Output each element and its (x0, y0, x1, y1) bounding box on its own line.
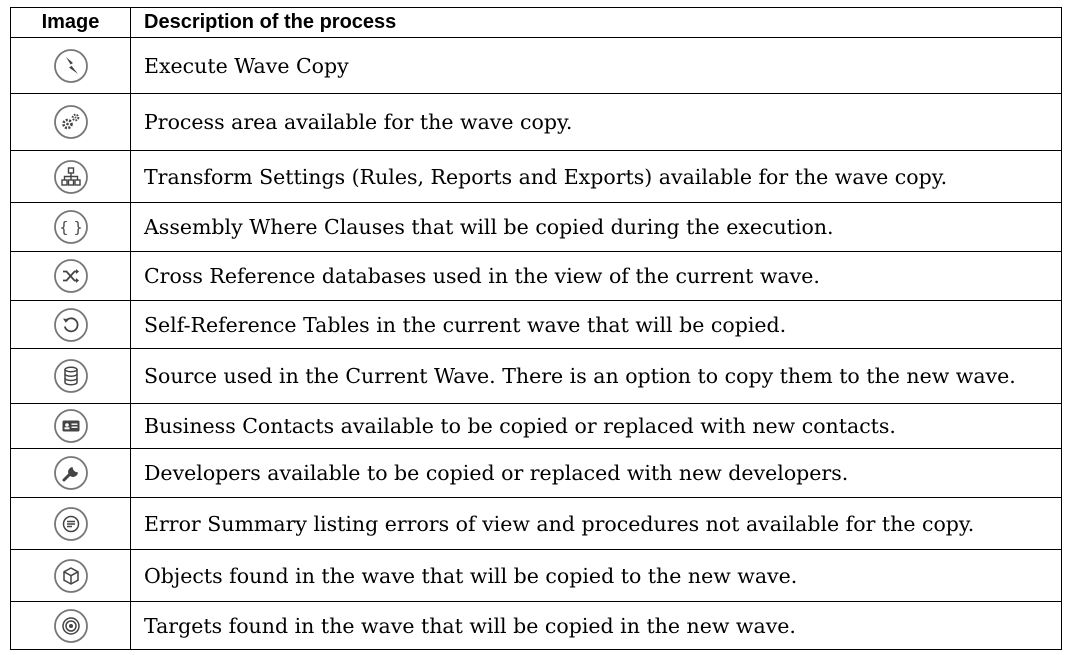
table-row: Process area available for the wave copy… (10, 93, 1062, 151)
table-row: Self-Reference Tables in the current wav… (10, 300, 1062, 349)
refresh-icon (53, 307, 89, 343)
row-description: Assembly Where Clauses that will be copi… (130, 202, 1062, 252)
table-row: Cross Reference databases used in the vi… (10, 251, 1062, 301)
process-table: Image Description of the process Execute… (10, 7, 1062, 650)
gears-icon (53, 104, 89, 140)
header-image: Image (10, 7, 131, 38)
table-row: Targets found in the wave that will be c… (10, 601, 1062, 650)
row-description: Targets found in the wave that will be c… (130, 601, 1062, 650)
row-description: Self-Reference Tables in the current wav… (130, 300, 1062, 349)
header-description: Description of the process (130, 7, 1062, 38)
table-row: Error Summary listing errors of view and… (10, 497, 1062, 550)
row-description: Transform Settings (Rules, Reports and E… (130, 150, 1062, 203)
svg-text:{ }: { } (59, 219, 83, 237)
table-header-row: Image Description of the process (10, 7, 1062, 38)
target-icon (53, 608, 89, 644)
table-row: { } Assembly Where Clauses that will be … (10, 202, 1062, 252)
row-description: Source used in the Current Wave. There i… (130, 348, 1062, 404)
row-description: Execute Wave Copy (130, 37, 1062, 94)
database-icon (53, 358, 89, 394)
row-description: Business Contacts available to be copied… (130, 403, 1062, 449)
error-summary-icon (53, 506, 89, 542)
table-row: Execute Wave Copy (10, 37, 1062, 94)
row-description: Objects found in the wave that will be c… (130, 549, 1062, 602)
row-description: Developers available to be copied or rep… (130, 448, 1062, 498)
table-row: Developers available to be copied or rep… (10, 448, 1062, 498)
hierarchy-icon (53, 159, 89, 195)
table-row: Transform Settings (Rules, Reports and E… (10, 150, 1062, 203)
braces-icon: { } (53, 209, 89, 245)
lightning-icon (53, 48, 89, 84)
row-description: Process area available for the wave copy… (130, 93, 1062, 151)
contact-card-icon (53, 408, 89, 444)
table-row: Objects found in the wave that will be c… (10, 549, 1062, 602)
cube-icon (53, 558, 89, 594)
table-row: Source used in the Current Wave. There i… (10, 348, 1062, 404)
wrench-icon (53, 455, 89, 491)
row-description: Error Summary listing errors of view and… (130, 497, 1062, 550)
shuffle-icon (53, 258, 89, 294)
table-row: Business Contacts available to be copied… (10, 403, 1062, 449)
row-description: Cross Reference databases used in the vi… (130, 251, 1062, 301)
